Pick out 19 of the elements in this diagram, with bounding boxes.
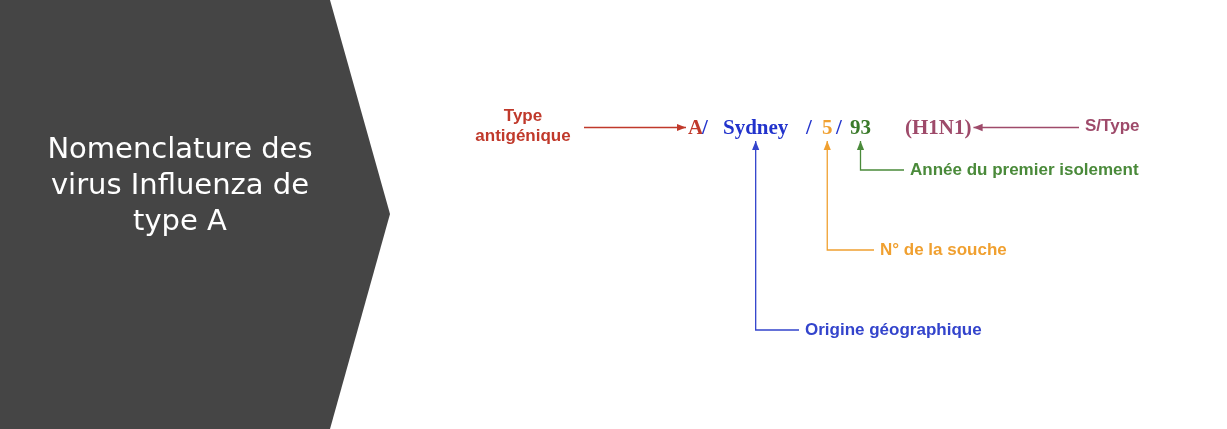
formula-part: 93: [850, 115, 871, 140]
arrow: [972, 123, 1080, 132]
arrow: [583, 123, 687, 132]
banner-title: Nomenclature des virus Influenza de type A: [46, 130, 314, 238]
formula-part: (H1N1): [905, 115, 972, 140]
slash-separator: /: [702, 115, 708, 140]
label-text: Origine géographique: [805, 320, 982, 340]
label-text: Année du premier isolement: [910, 160, 1139, 180]
slash-separator: /: [836, 115, 842, 140]
chevron-banner: [0, 0, 392, 429]
formula-part: 5: [822, 115, 833, 140]
arrow: [752, 140, 800, 331]
formula-part: Sydney: [723, 115, 789, 140]
label-text: Type antigénique: [468, 106, 578, 146]
arrow: [856, 140, 905, 171]
slash-separator: /: [806, 115, 812, 140]
label-text: N° de la souche: [880, 240, 1007, 260]
arrow: [823, 140, 875, 251]
label-text: S/Type: [1085, 116, 1140, 136]
